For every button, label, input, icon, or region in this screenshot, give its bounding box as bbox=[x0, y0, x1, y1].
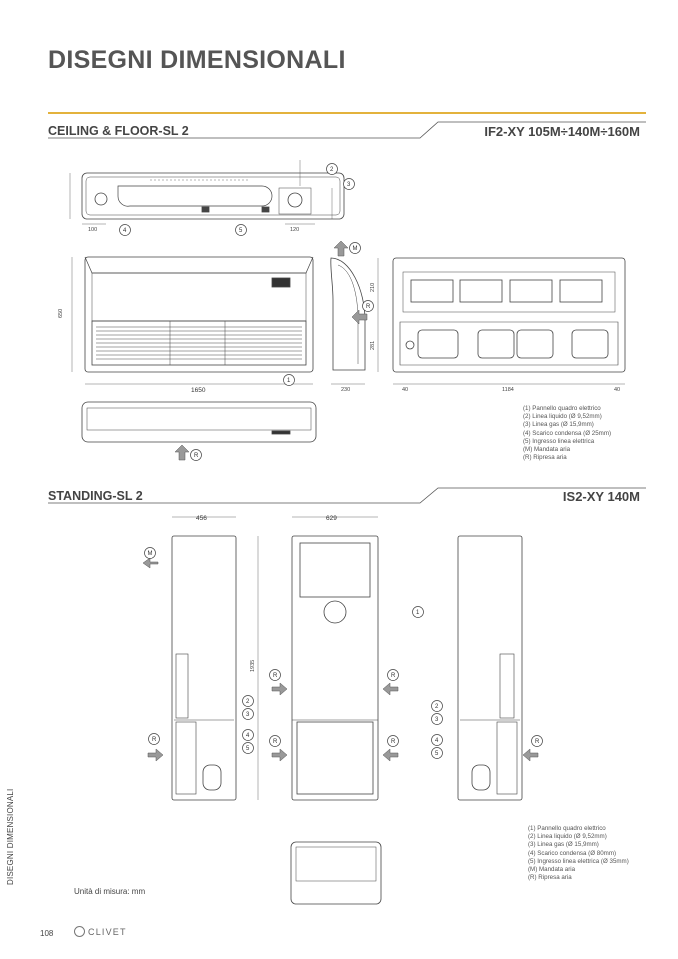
airflow-r-arrow-right bbox=[522, 748, 539, 762]
callout-1-circle bbox=[283, 374, 295, 386]
standing-side-view-right bbox=[457, 535, 523, 801]
legend-item: (5) Ingresso linea elettrica (Ø 35mm) bbox=[528, 857, 629, 865]
side-section-label: DISEGNI DIMENSIONALI bbox=[6, 788, 15, 885]
label-m-2: M bbox=[148, 551, 153, 557]
standing-top-view bbox=[290, 841, 382, 905]
legend-item: (3) Linea gas (Ø 15,9mm) bbox=[523, 421, 594, 429]
dim-1184: 1184 bbox=[502, 387, 514, 393]
callout-2-top: 2 bbox=[330, 167, 334, 173]
ceiling-side-view bbox=[330, 257, 366, 385]
callout-4-top: 4 bbox=[123, 228, 127, 234]
dim-629: 629 bbox=[326, 515, 337, 522]
label-r-5: R bbox=[273, 739, 278, 745]
airflow-r-arrow-left bbox=[147, 748, 164, 762]
label-r-7: R bbox=[391, 739, 396, 745]
dim-1650: 1650 bbox=[191, 387, 206, 394]
page-title: DISEGNI DIMENSIONALI bbox=[48, 46, 346, 74]
legend-item: (R) Ripresa aria bbox=[523, 454, 567, 462]
dim-1935: 1935 bbox=[250, 660, 256, 672]
dim-40-right: 40 bbox=[614, 387, 620, 393]
dim-281: 281 bbox=[370, 341, 376, 350]
dim-650: 650 bbox=[58, 309, 64, 318]
section-standing-model: IS2-XY 140M bbox=[562, 489, 640, 504]
section-standing-rule bbox=[48, 487, 646, 504]
ceiling-back-view bbox=[377, 257, 626, 385]
accent-rule bbox=[48, 112, 646, 114]
ceiling-bottom-view bbox=[81, 401, 317, 443]
airflow-r-arrow-side bbox=[351, 309, 368, 325]
callout-3-right: 3 bbox=[435, 717, 439, 723]
standing-front-view bbox=[291, 516, 379, 801]
legend-standing: (1) Pannello quadro elettrico (2) Linea … bbox=[528, 825, 629, 882]
legend-item: (2) Linea liquido (Ø 9,52mm) bbox=[523, 413, 602, 421]
callout-1: 1 bbox=[287, 378, 291, 384]
standing-side-view-left bbox=[171, 516, 259, 801]
brand-logo: CLIVET bbox=[74, 926, 127, 937]
callout-3-top: 3 bbox=[347, 182, 351, 188]
airflow-r-arrow-front-right bbox=[382, 682, 399, 696]
legend-item: (3) Linea gas (Ø 15,9mm) bbox=[528, 841, 599, 849]
callout-4-left: 4 bbox=[246, 733, 250, 739]
legend-item: (4) Scarico condensa (Ø 25mm) bbox=[523, 429, 612, 437]
label-r-2: R bbox=[366, 304, 371, 310]
dim-230: 230 bbox=[341, 387, 350, 393]
callout-1-standing: 1 bbox=[416, 610, 420, 616]
section-ceiling-floor-title: CEILING & FLOOR-SL 2 bbox=[48, 124, 189, 138]
legend-item: (1) Pannello quadro elettrico bbox=[523, 405, 601, 412]
airflow-m-arrow-standing bbox=[142, 557, 159, 569]
label-r-6: R bbox=[391, 673, 396, 679]
callout-2-right: 2 bbox=[435, 704, 439, 710]
section-ceiling-floor-model: IF2-XY 105M÷140M÷160M bbox=[484, 124, 640, 139]
legend-item: (1) Pannello quadro elettrico bbox=[528, 825, 606, 832]
dim-100: 100 bbox=[88, 227, 97, 233]
dim-210: 210 bbox=[370, 283, 376, 292]
ceiling-top-view bbox=[69, 160, 345, 225]
callout-4-right: 4 bbox=[435, 738, 439, 744]
units-note: Unità di misura: mm bbox=[74, 887, 146, 896]
legend-item: (4) Scarico condensa (Ø 80mm) bbox=[528, 849, 617, 857]
dim-456: 456 bbox=[196, 515, 207, 522]
legend-item: (R) Ripresa aria bbox=[528, 874, 572, 882]
section-standing-title: STANDING-SL 2 bbox=[48, 489, 143, 503]
callout-5-top: 5 bbox=[239, 228, 243, 234]
ceiling-front-view bbox=[71, 256, 314, 385]
legend-item: (2) Linea liquido (Ø 9,52mm) bbox=[528, 833, 607, 841]
label-r-8: R bbox=[535, 739, 540, 745]
callout-2-left: 2 bbox=[246, 699, 250, 705]
clivet-logo-icon bbox=[74, 926, 85, 937]
label-r-3: R bbox=[152, 737, 157, 743]
airflow-m-arrow bbox=[333, 240, 349, 257]
brand-name: CLIVET bbox=[88, 926, 127, 937]
page-number: 108 bbox=[40, 929, 54, 938]
label-m-1: M bbox=[353, 246, 358, 252]
legend-ceiling-floor: (1) Pannello quadro elettrico (2) Linea … bbox=[523, 405, 611, 462]
legend-item: (M) Mandata aria bbox=[528, 866, 576, 874]
label-r-1: R bbox=[194, 453, 199, 459]
airflow-r-arrow-front-left bbox=[271, 682, 288, 696]
dim-120: 120 bbox=[290, 227, 299, 233]
section-ceiling-floor-rule bbox=[48, 121, 646, 139]
label-r-4: R bbox=[273, 673, 278, 679]
dim-40-left: 40 bbox=[402, 387, 408, 393]
callout-3-left: 3 bbox=[246, 712, 250, 718]
legend-item: (5) Ingresso linea elettrica bbox=[523, 437, 595, 445]
callout-5-right: 5 bbox=[435, 751, 439, 757]
legend-item: (M) Mandata aria bbox=[523, 446, 571, 454]
airflow-r-arrow-bottom bbox=[174, 444, 190, 461]
callout-5-left: 5 bbox=[246, 746, 250, 752]
